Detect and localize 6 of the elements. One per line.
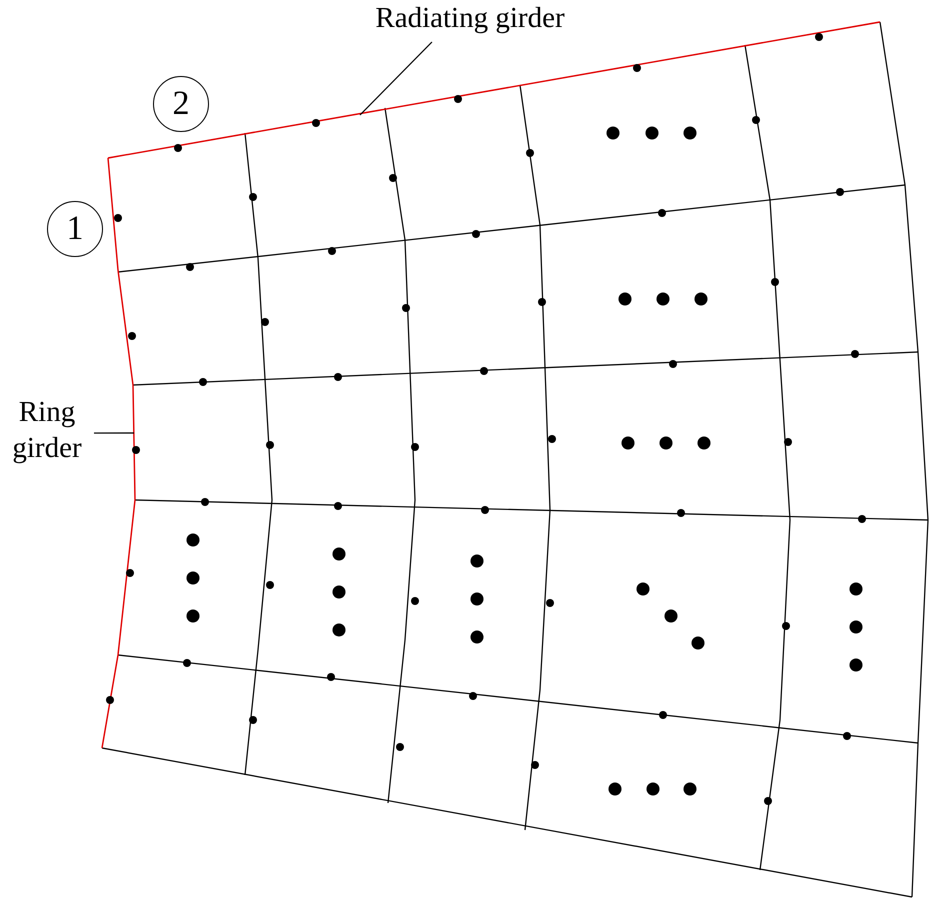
callout-number: 2 (153, 76, 209, 132)
leader-line (360, 42, 432, 116)
girder-label: Radiating girder (360, 0, 580, 36)
callout-number: 1 (47, 201, 103, 257)
leader-line (94, 432, 134, 434)
girder-label: Ring girder (0, 392, 94, 468)
